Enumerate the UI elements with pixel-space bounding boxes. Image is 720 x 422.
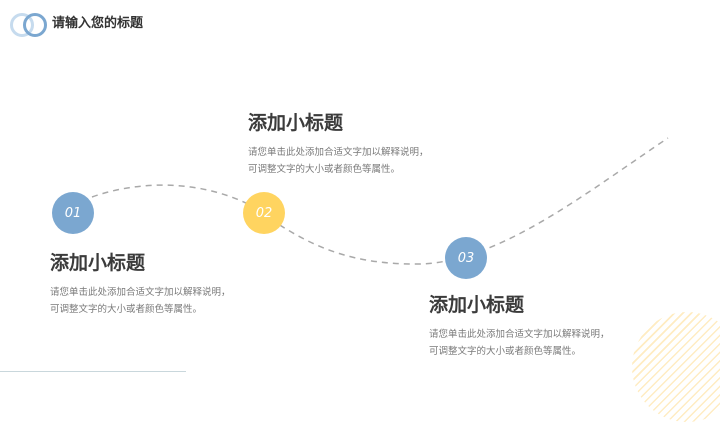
step-number: 01: [64, 205, 82, 221]
step-01-circle: 01: [52, 192, 94, 234]
step-03-circle: 03: [445, 237, 487, 279]
step-title: 添加小标题: [248, 112, 344, 134]
step-02-circle: 02: [243, 192, 285, 234]
step-number: 02: [255, 205, 273, 221]
step-03-text: 添加小标题 请您单击此处添加合适文字加以解释说明， 可调整文字的大小或者颜色等属…: [429, 292, 610, 360]
step-title: 添加小标题: [50, 252, 146, 274]
step-desc: 请您单击此处添加合适文字加以解释说明，: [429, 329, 610, 340]
step-desc: 可调整文字的大小或者颜色等属性。: [248, 164, 401, 175]
step-desc: 可调整文字的大小或者颜色等属性。: [429, 346, 582, 357]
striped-circle-decoration: [632, 312, 720, 422]
dashed-path: [91, 137, 669, 265]
step-desc: 请您单击此处添加合适文字加以解释说明，: [50, 287, 231, 298]
step-title: 添加小标题: [429, 294, 525, 316]
step-02-text: 添加小标题 请您单击此处添加合适文字加以解释说明， 可调整文字的大小或者颜色等属…: [248, 110, 429, 178]
step-number: 03: [457, 250, 475, 266]
step-01-text: 添加小标题 请您单击此处添加合适文字加以解释说明， 可调整文字的大小或者颜色等属…: [50, 250, 231, 318]
bottom-divider: [0, 371, 186, 372]
page-title: 请输入您的标题: [52, 16, 144, 31]
logo-rings-icon: [10, 13, 47, 37]
step-desc: 可调整文字的大小或者颜色等属性。: [50, 304, 203, 315]
step-desc: 请您单击此处添加合适文字加以解释说明，: [248, 147, 429, 158]
